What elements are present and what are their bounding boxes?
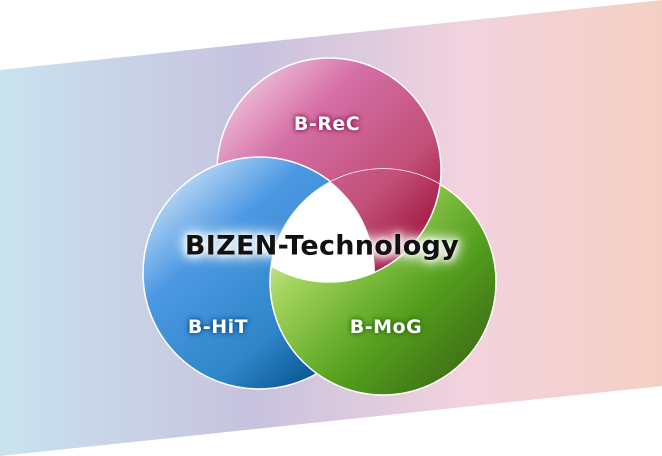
label-b-mog: B-MoG [349, 316, 423, 338]
label-b-rec: B-ReC [293, 113, 361, 135]
label-b-hit: B-HiT [187, 316, 249, 338]
diagram-title: BIZEN-Technology [184, 230, 460, 262]
center-intersection [270, 169, 375, 282]
